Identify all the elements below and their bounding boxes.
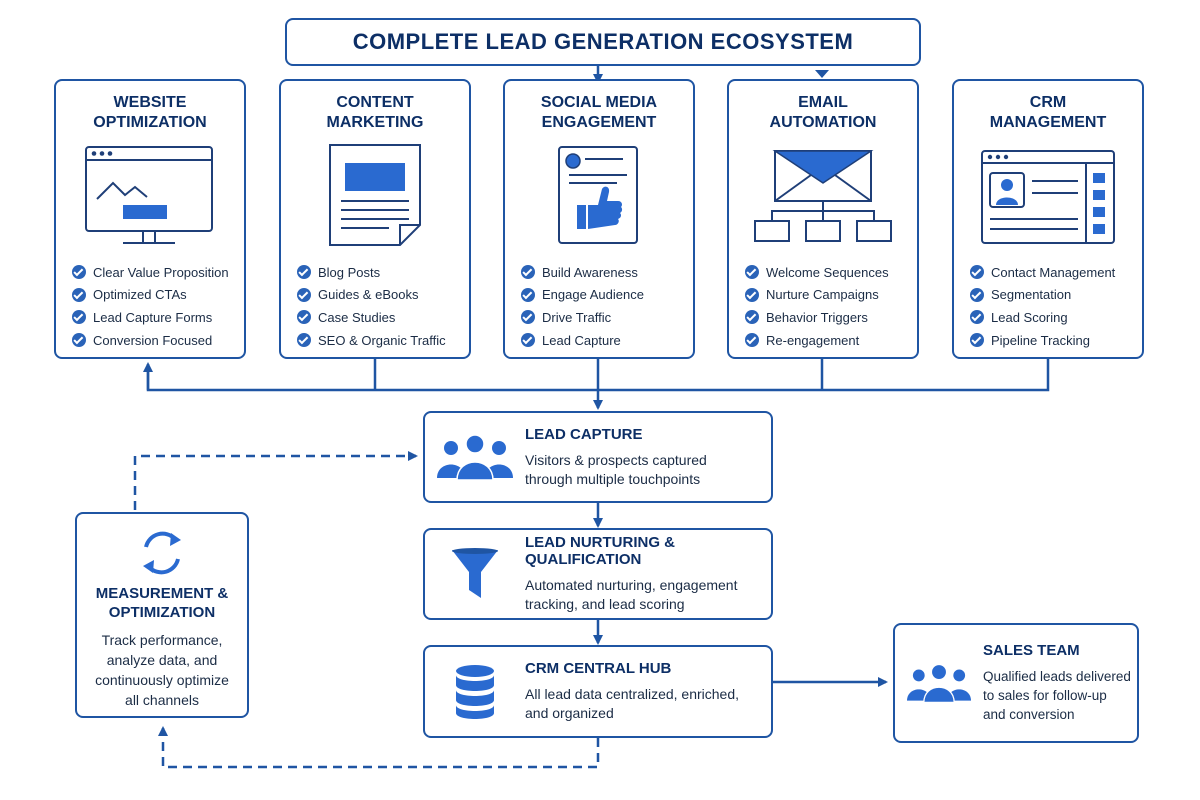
- feature-list: Welcome Sequences Nurture Campaigns Beha…: [745, 261, 909, 351]
- database-icon: [456, 664, 494, 719]
- list-item: Engage Audience: [521, 284, 685, 307]
- check-icon: [297, 310, 311, 325]
- tick-title-to-email: [815, 70, 829, 78]
- envelope-icon: [754, 150, 892, 242]
- list-item: Lead Capture Forms: [72, 306, 236, 329]
- list-item: SEO & Organic Traffic: [297, 329, 461, 352]
- lead-nurturing-desc: Automated nurturing, engagement tracking…: [525, 577, 738, 612]
- list-item: Nurture Campaigns: [745, 284, 909, 307]
- check-icon: [521, 333, 535, 348]
- crm-dashboard-icon: [981, 150, 1115, 244]
- check-icon: [745, 333, 759, 348]
- check-icon: [970, 333, 984, 348]
- feature-list: Contact Management Segmentation Lead Sco…: [970, 261, 1134, 351]
- lead-capture-box: LEAD CAPTURE Visitors & prospects captur…: [423, 411, 773, 503]
- check-icon: [72, 265, 86, 280]
- sales-team-title: SALES TEAM: [983, 642, 1080, 659]
- bus-line: [146, 358, 1050, 392]
- monitor-icon: [85, 146, 213, 244]
- page-title: COMPLETE LEAD GENERATION ECOSYSTEM: [352, 29, 854, 54]
- list-item: Pipeline Tracking: [970, 329, 1134, 352]
- card-email-automation: EMAIL AUTOMATION Welcome Sequences Nurtu…: [727, 79, 919, 359]
- card-title: WEBSITE OPTIMIZATION: [93, 94, 207, 131]
- list-item: Optimized CTAs: [72, 284, 236, 307]
- list-item: Guides & eBooks: [297, 284, 461, 307]
- card-title: CRM MANAGEMENT: [989, 94, 1107, 131]
- check-icon: [745, 287, 759, 302]
- check-icon: [970, 287, 984, 302]
- list-item: Drive Traffic: [521, 306, 685, 329]
- check-icon: [745, 265, 759, 280]
- people-group-icon: [907, 663, 971, 703]
- check-icon: [297, 265, 311, 280]
- feature-list: Clear Value Proposition Optimized CTAs L…: [72, 261, 236, 351]
- feature-list: Blog Posts Guides & eBooks Case Studies …: [297, 261, 461, 351]
- check-icon: [297, 333, 311, 348]
- check-icon: [521, 265, 535, 280]
- card-website-optimization: WEBSITE OPTIMIZATION Clear Value Proposi…: [54, 79, 246, 359]
- sales-team-desc: Qualified leads delivered to sales for f…: [983, 669, 1131, 722]
- list-item: Build Awareness: [521, 261, 685, 284]
- check-icon: [72, 310, 86, 325]
- crm-hub-desc: All lead data centralized, enriched, and…: [525, 686, 740, 721]
- document-icon: [329, 144, 421, 246]
- lead-nurturing-box: LEAD NURTURING & QUALIFICATION Automated…: [423, 528, 773, 620]
- list-item: Behavior Triggers: [745, 306, 909, 329]
- lead-nurturing-title: LEAD NURTURING & QUALIFICATION: [525, 534, 675, 568]
- thumbs-up-icon: [558, 146, 638, 244]
- check-icon: [72, 333, 86, 348]
- list-item: Segmentation: [970, 284, 1134, 307]
- lead-capture-desc: Visitors & prospects captured through mu…: [525, 451, 707, 487]
- list-item: Welcome Sequences: [745, 261, 909, 284]
- measurement-title: MEASUREMENT & OPTIMIZATION: [95, 585, 229, 621]
- list-item: Contact Management: [970, 261, 1134, 284]
- measurement-desc: Track performance, analyze data, and con…: [95, 632, 229, 708]
- check-icon: [521, 287, 535, 302]
- check-icon: [521, 310, 535, 325]
- card-social-media-engagement: SOCIAL MEDIA ENGAGEMENT Build Awareness …: [503, 79, 695, 359]
- funnel-icon: [452, 548, 498, 598]
- crm-central-hub-box: CRM CENTRAL HUB All lead data centralize…: [423, 645, 773, 738]
- crm-hub-title: CRM CENTRAL HUB: [525, 660, 672, 677]
- people-group-icon: [437, 434, 513, 480]
- list-item: Blog Posts: [297, 261, 461, 284]
- card-crm-management: CRM MANAGEMENT Contact Management Segmen…: [952, 79, 1144, 359]
- check-icon: [970, 265, 984, 280]
- list-item: Conversion Focused: [72, 329, 236, 352]
- lead-capture-title: LEAD CAPTURE: [525, 425, 643, 443]
- card-content-marketing: CONTENT MARKETING Blog Posts Guides & eB…: [279, 79, 471, 359]
- refresh-cycle-icon: [143, 531, 181, 575]
- list-item: Case Studies: [297, 306, 461, 329]
- check-icon: [745, 310, 759, 325]
- card-title: SOCIAL MEDIA ENGAGEMENT: [540, 94, 658, 131]
- list-item: Lead Capture: [521, 329, 685, 352]
- card-title: CONTENT MARKETING: [326, 94, 424, 131]
- sales-team-box: SALES TEAM Qualified leads delivered to …: [893, 623, 1139, 743]
- check-icon: [970, 310, 984, 325]
- card-title: EMAIL AUTOMATION: [769, 94, 877, 131]
- list-item: Re-engagement: [745, 329, 909, 352]
- list-item: Clear Value Proposition: [72, 261, 236, 284]
- list-item: Lead Scoring: [970, 306, 1134, 329]
- check-icon: [297, 287, 311, 302]
- measurement-optimization-box: MEASUREMENT & OPTIMIZATION Track perform…: [75, 512, 249, 718]
- feature-list: Build Awareness Engage Audience Drive Tr…: [521, 261, 685, 351]
- check-icon: [72, 287, 86, 302]
- dashed-measurement-to-capture: [133, 451, 418, 510]
- title-box: COMPLETE LEAD GENERATION ECOSYSTEM: [285, 18, 921, 66]
